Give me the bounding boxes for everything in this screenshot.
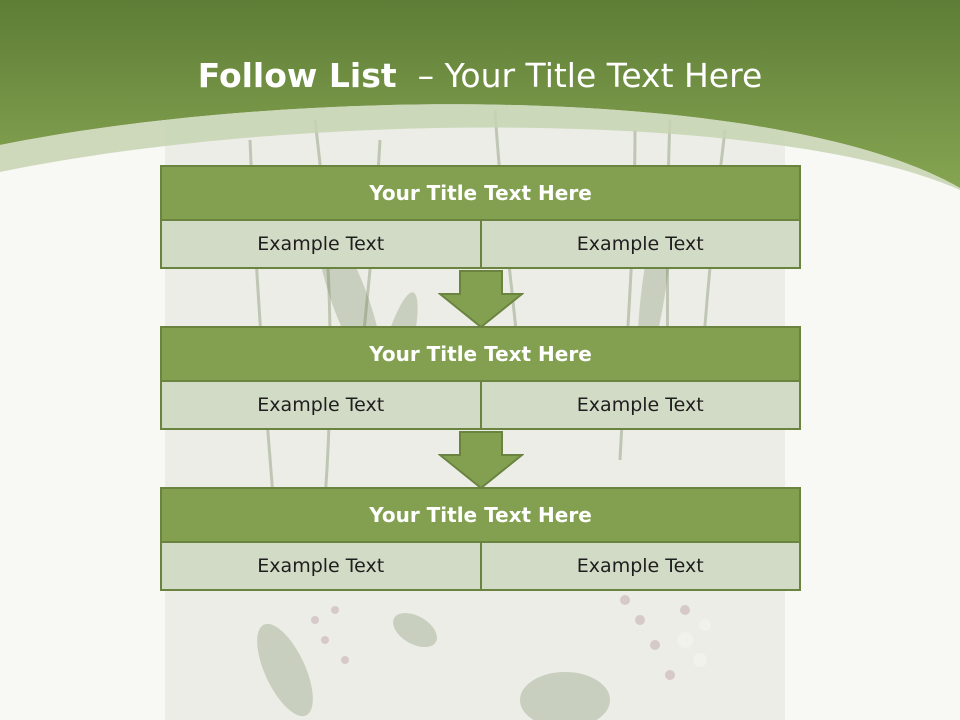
down-arrow-icon xyxy=(438,270,524,328)
step-3-cell-right: Example Text xyxy=(479,541,801,591)
step-2-cell-right: Example Text xyxy=(479,380,801,430)
step-block-1: Your Title Text Here Example Text Exampl… xyxy=(160,165,801,269)
step-1-cell-right: Example Text xyxy=(479,219,801,269)
header-band xyxy=(0,0,960,190)
step-row-2: Example Text Example Text xyxy=(160,380,801,430)
page-title-bold: Follow List xyxy=(197,56,397,95)
down-arrow-icon xyxy=(438,431,524,489)
page-title: Follow List – Your Title Text Here xyxy=(0,56,960,96)
step-title-2: Your Title Text Here xyxy=(160,326,801,382)
step-1-cell-left: Example Text xyxy=(160,219,482,269)
step-block-2: Your Title Text Here Example Text Exampl… xyxy=(160,326,801,430)
step-row-1: Example Text Example Text xyxy=(160,219,801,269)
step-title-1: Your Title Text Here xyxy=(160,165,801,221)
step-block-3: Your Title Text Here Example Text Exampl… xyxy=(160,487,801,591)
step-2-cell-left: Example Text xyxy=(160,380,482,430)
page-title-rest: – Your Title Text Here xyxy=(417,56,763,95)
step-title-3: Your Title Text Here xyxy=(160,487,801,543)
step-3-cell-left: Example Text xyxy=(160,541,482,591)
step-row-3: Example Text Example Text xyxy=(160,541,801,591)
